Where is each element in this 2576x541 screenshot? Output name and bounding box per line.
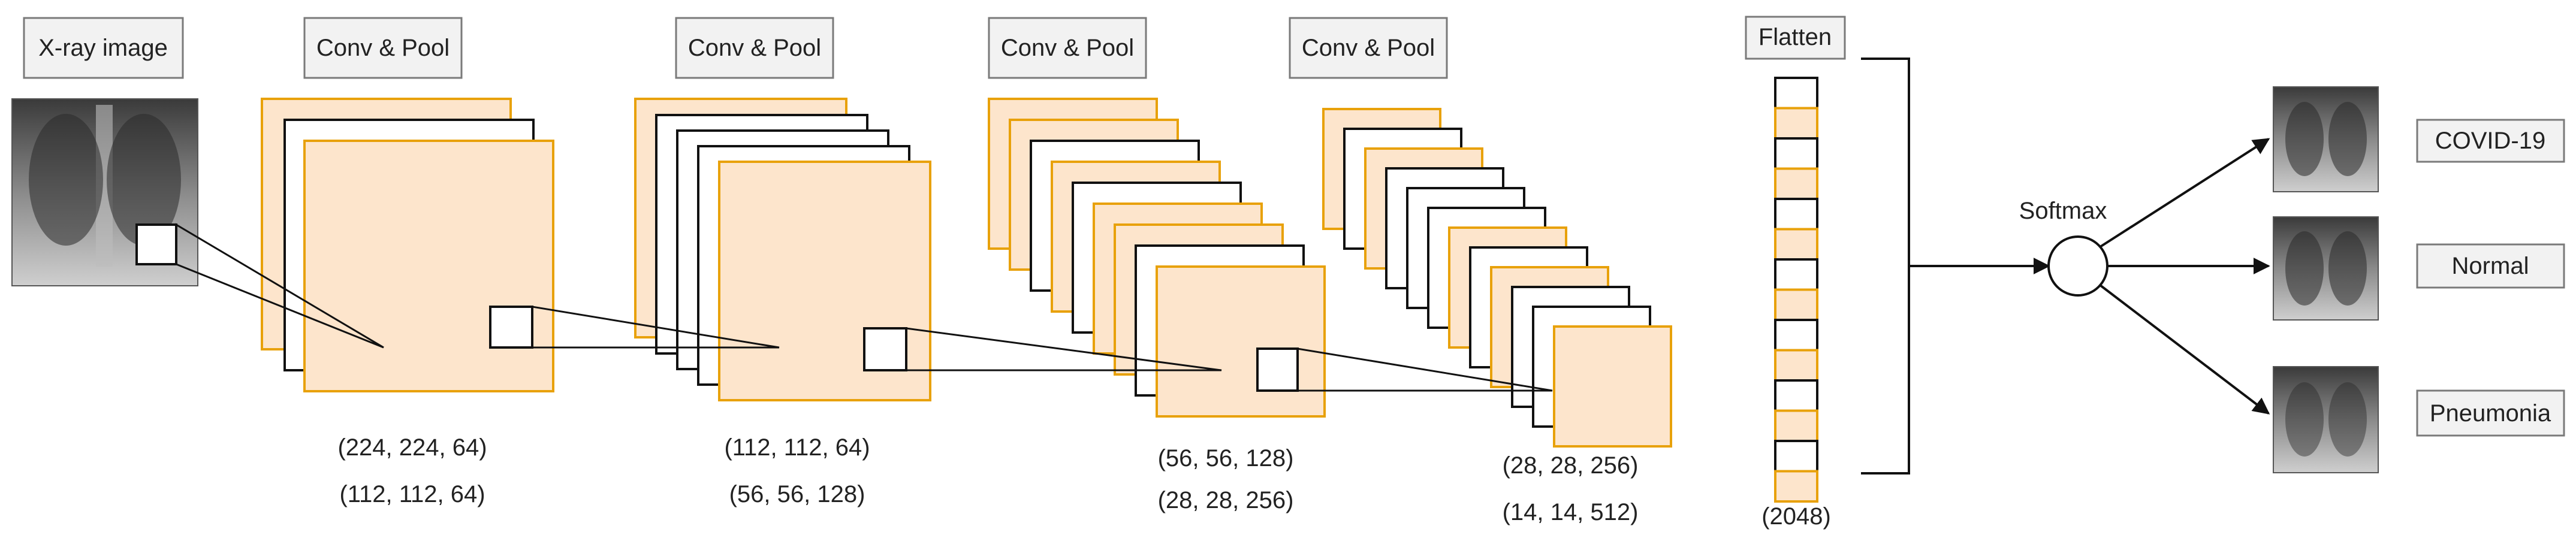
stage-1-dim-1: (224, 224, 64)	[337, 434, 487, 461]
stage-3-label-text: Conv & Pool	[1001, 35, 1134, 61]
stage-2-label-text: Conv & Pool	[688, 35, 821, 61]
stage-2-label: Conv & Pool	[675, 17, 834, 79]
input-patch	[135, 223, 177, 265]
flatten-cell-11	[1774, 379, 1818, 412]
class-label-pneumonia-text: Pneumonia	[2430, 400, 2551, 427]
stage-1-label-text: Conv & Pool	[316, 35, 450, 61]
stage-4-label-text: Conv & Pool	[1302, 35, 1435, 61]
output-xray-thumbnails	[2273, 86, 2379, 473]
flatten-size: (2048)	[1761, 503, 1831, 530]
stage-3-patch	[1256, 347, 1299, 392]
input-label: X-ray image	[23, 17, 184, 79]
stage-4-label: Conv & Pool	[1289, 17, 1448, 79]
stage-1-label: Conv & Pool	[303, 17, 463, 79]
class-label-normal-text: Normal	[2452, 253, 2529, 279]
softmax-label: Softmax	[2019, 198, 2107, 224]
flatten-cell-14	[1774, 470, 1818, 503]
class-label-covid-text: COVID-19	[2435, 128, 2546, 154]
output-arrows	[2099, 138, 2270, 415]
flatten-cell-12	[1774, 409, 1818, 442]
flatten-cell-8	[1774, 288, 1818, 321]
flatten-cell-7	[1774, 258, 1818, 291]
flatten-label: Flatten	[1745, 16, 1846, 60]
stage-4-feature-map-12	[1553, 325, 1672, 448]
flatten-cell-5	[1774, 198, 1818, 231]
flatten-cell-10	[1774, 349, 1818, 382]
stage-1-dim-2: (112, 112, 64)	[339, 481, 485, 507]
flatten-cell-1	[1774, 77, 1818, 110]
flatten-bracket	[1861, 58, 2050, 474]
right-lung-shape	[107, 114, 181, 246]
input-xray-image	[11, 98, 198, 286]
input-label-text: X-ray image	[38, 35, 168, 61]
normal-xray-thumbnail	[2273, 216, 2379, 321]
arrow-to-pneumonia	[2099, 284, 2270, 415]
patches	[489, 306, 1299, 392]
softmax-node: Softmax	[2019, 198, 2109, 297]
stage-2-patch	[863, 327, 907, 371]
flatten-cell-9	[1774, 319, 1818, 352]
flatten-cell-13	[1774, 440, 1818, 473]
flatten-cell-4	[1774, 167, 1818, 200]
arrow-to-covid	[2099, 138, 2270, 248]
connector-1	[175, 223, 384, 349]
covid-xray-thumbnail	[2273, 86, 2379, 192]
flatten-cell-3	[1774, 137, 1818, 170]
flatten-cell-2	[1774, 107, 1818, 140]
stage-3-dim-2: (28, 28, 256)	[1158, 487, 1294, 513]
stage-1-feature-map-3	[303, 140, 554, 392]
stage-4-dim-2: (14, 14, 512)	[1503, 499, 1639, 525]
stage-4-dim-1: (28, 28, 256)	[1503, 452, 1639, 479]
class-label-normal: Normal	[2416, 243, 2565, 289]
flatten-label-text: Flatten	[1758, 24, 1832, 50]
stage-2-dim-1: (112, 112, 64)	[724, 434, 870, 461]
dimension-labels: (224, 224, 64) (112, 112, 64) (112, 112,…	[337, 434, 1830, 530]
stage-2-dim-2: (56, 56, 128)	[729, 481, 865, 507]
stage-1-patch	[489, 306, 533, 349]
left-lung-shape	[29, 114, 103, 246]
stage-3-dim-1: (56, 56, 128)	[1158, 445, 1294, 472]
flatten-vector	[1774, 77, 1818, 503]
class-label-covid: COVID-19	[2416, 119, 2565, 163]
pneumonia-xray-thumbnail	[2273, 366, 2379, 473]
stage-3-label: Conv & Pool	[988, 17, 1147, 79]
class-label-pneumonia: Pneumonia	[2416, 389, 2565, 437]
feature-map-stacks	[261, 98, 1672, 448]
stage-3-feature-map-9	[1156, 265, 1326, 418]
flatten-cell-6	[1774, 228, 1818, 261]
